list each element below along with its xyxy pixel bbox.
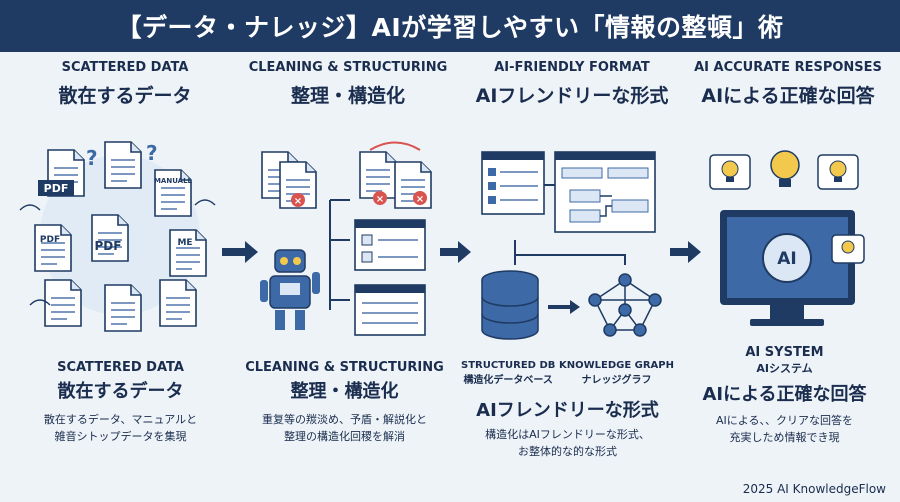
ai-chip-label: AI <box>777 249 796 269</box>
process-illustration: PDF PDF PDF MANUALL ME ? ? × × × <box>19 141 865 340</box>
document-icon <box>91 214 129 262</box>
pdf-label: PDF <box>40 235 60 245</box>
question-mark-icon: ? <box>86 146 98 170</box>
description-line: AIによる、、クリアな回答を <box>716 414 853 427</box>
svg-text:×: × <box>294 196 302 207</box>
lightbulb-bubble-icon <box>831 234 865 264</box>
document-icon <box>104 141 142 189</box>
column-title-jp: AIによる正確な回答 <box>701 85 875 107</box>
error-x-icon <box>291 193 305 207</box>
db-label-en: STRUCTURED DB <box>461 360 556 371</box>
column-title-jp: 整理・構造化 <box>290 85 405 107</box>
description-line: 充実しため情報でき現 <box>729 431 840 444</box>
description-line: 散在するデータ、マニュアルと <box>43 413 198 426</box>
document-icon <box>44 279 82 327</box>
swap-arrow-icon <box>369 141 421 151</box>
section-title-en: CLEANING & STRUCTURING <box>245 360 444 375</box>
column-title-en: AI-FRIENDLY FORMAT <box>494 60 650 75</box>
document-icon <box>34 224 72 272</box>
description-ai-system: AI SYSTEM AIシステム AIによる正確な回答 AIによる、、クリアな回… <box>672 345 897 446</box>
document-icon <box>169 229 207 277</box>
column-title-jp: 散在するデータ <box>58 85 192 107</box>
knowledge-graph-icon <box>588 273 662 337</box>
section-subtitle-jp: AIシステム <box>756 362 813 375</box>
db-label-jp: 構造化データベース <box>463 375 553 386</box>
error-x-icon <box>413 191 427 205</box>
footer-credit: 2025 AI KnowledgeFlow <box>742 482 886 496</box>
database-icon <box>481 270 539 340</box>
description-line: お整体的な的な形式 <box>518 445 617 458</box>
section-description: 重复等の羰淡め、予盾・解説化と 整理の構造化回稷を解消 <box>232 411 457 445</box>
svg-text:×: × <box>376 194 384 205</box>
column-title-en: SCATTERED DATA <box>61 60 189 75</box>
format-illustration <box>481 151 662 340</box>
section-title-en: AI SYSTEM <box>745 345 824 360</box>
section-title-jp: AIによる正確な回答 <box>702 384 867 405</box>
manual-label: MANUALL <box>154 177 193 185</box>
format-sublabels: STRUCTURED DB 構造化データベース KNOWLEDGE GRAPH … <box>455 360 680 386</box>
column-header-scattered: SCATTERED DATA 散在するデータ <box>15 60 235 108</box>
title-banner: 【データ・ナレッジ】AIが学習しやすい「情報の整頓」術 <box>0 0 900 52</box>
kg-label-en: KNOWLEDGE GRAPH <box>558 360 674 371</box>
pdf-label: PDF <box>95 239 122 253</box>
description-line: 重复等の羰淡め、予盾・解説化と <box>262 413 427 426</box>
column-title-en: AI ACCURATE RESPONSES <box>694 60 882 75</box>
cleaning-illustration: × × × <box>260 141 432 336</box>
column-header-format: AI-FRIENDLY FORMAT AIフレンドリーな形式 <box>462 60 682 108</box>
description-cleaning: CLEANING & STRUCTURING 整理・構造化 重复等の羰淡め、予盾… <box>232 360 457 445</box>
lightbulb-icon <box>770 150 800 187</box>
document-icon <box>359 151 397 199</box>
svg-text:×: × <box>416 194 424 205</box>
column-header-cleaning: CLEANING & STRUCTURING 整理・構造化 <box>238 60 458 108</box>
scattered-documents: PDF PDF PDF MANUALL ME ? ? <box>19 141 216 332</box>
section-title-jp: 散在するデータ <box>57 381 184 402</box>
column-title-jp: AIフレンドリーな形式 <box>475 85 669 107</box>
page-title: 【データ・ナレッジ】AIが学習しやすい「情報の整頓」術 <box>116 13 784 42</box>
description-line: 構造化はAIフレンドリーな形式、 <box>485 428 650 441</box>
section-title-en: SCATTERED DATA <box>57 360 184 375</box>
db-label: STRUCTURED DB 構造化データベース <box>461 360 555 386</box>
section-description: 構造化はAIフレンドリーな形式、 お整体的な的な形式 <box>455 426 680 460</box>
description-format: STRUCTURED DB 構造化データベース KNOWLEDGE GRAPH … <box>455 360 680 460</box>
section-title-jp: 整理・構造化 <box>290 381 399 402</box>
arrow-right-icon <box>440 241 471 263</box>
question-mark-icon: ? <box>146 141 158 165</box>
robot-icon <box>260 249 320 330</box>
column-header-responses: AI ACCURATE RESPONSES AIによる正確な回答 <box>678 60 898 108</box>
document-icon <box>159 279 197 327</box>
ai-system-illustration: AI <box>709 150 865 326</box>
section-title-jp: AIフレンドリーな形式 <box>476 400 659 421</box>
arrow-right-icon <box>548 300 580 314</box>
description-scattered: SCATTERED DATA 散在するデータ 散在するデータ、マニュアルと 雑音… <box>8 360 233 445</box>
monitor-icon: AI <box>720 210 855 326</box>
kg-label-jp: ナレッジグラフ <box>581 375 652 386</box>
me-label: ME <box>177 238 192 248</box>
error-x-icon <box>373 191 387 205</box>
arrow-right-icon <box>670 241 701 263</box>
lightbulb-bubble-icon <box>709 154 751 190</box>
table-window <box>354 284 426 336</box>
pdf-label: PDF <box>44 182 69 195</box>
section-description: AIによる、、クリアな回答を 充実しため情報でき現 <box>672 412 897 446</box>
document-icon <box>104 284 142 332</box>
kg-label: KNOWLEDGE GRAPH ナレッジグラフ <box>559 360 674 386</box>
description-line: 整理の構造化回稷を解消 <box>284 430 405 443</box>
description-line: 雑音シトップデータを集現 <box>54 430 187 443</box>
section-description: 散在するデータ、マニュアルと 雑音シトップデータを集現 <box>8 411 233 445</box>
column-title-en: CLEANING & STRUCTURING <box>248 60 448 75</box>
arrow-right-icon <box>222 241 258 263</box>
lightbulb-bubble-icon <box>817 154 859 190</box>
